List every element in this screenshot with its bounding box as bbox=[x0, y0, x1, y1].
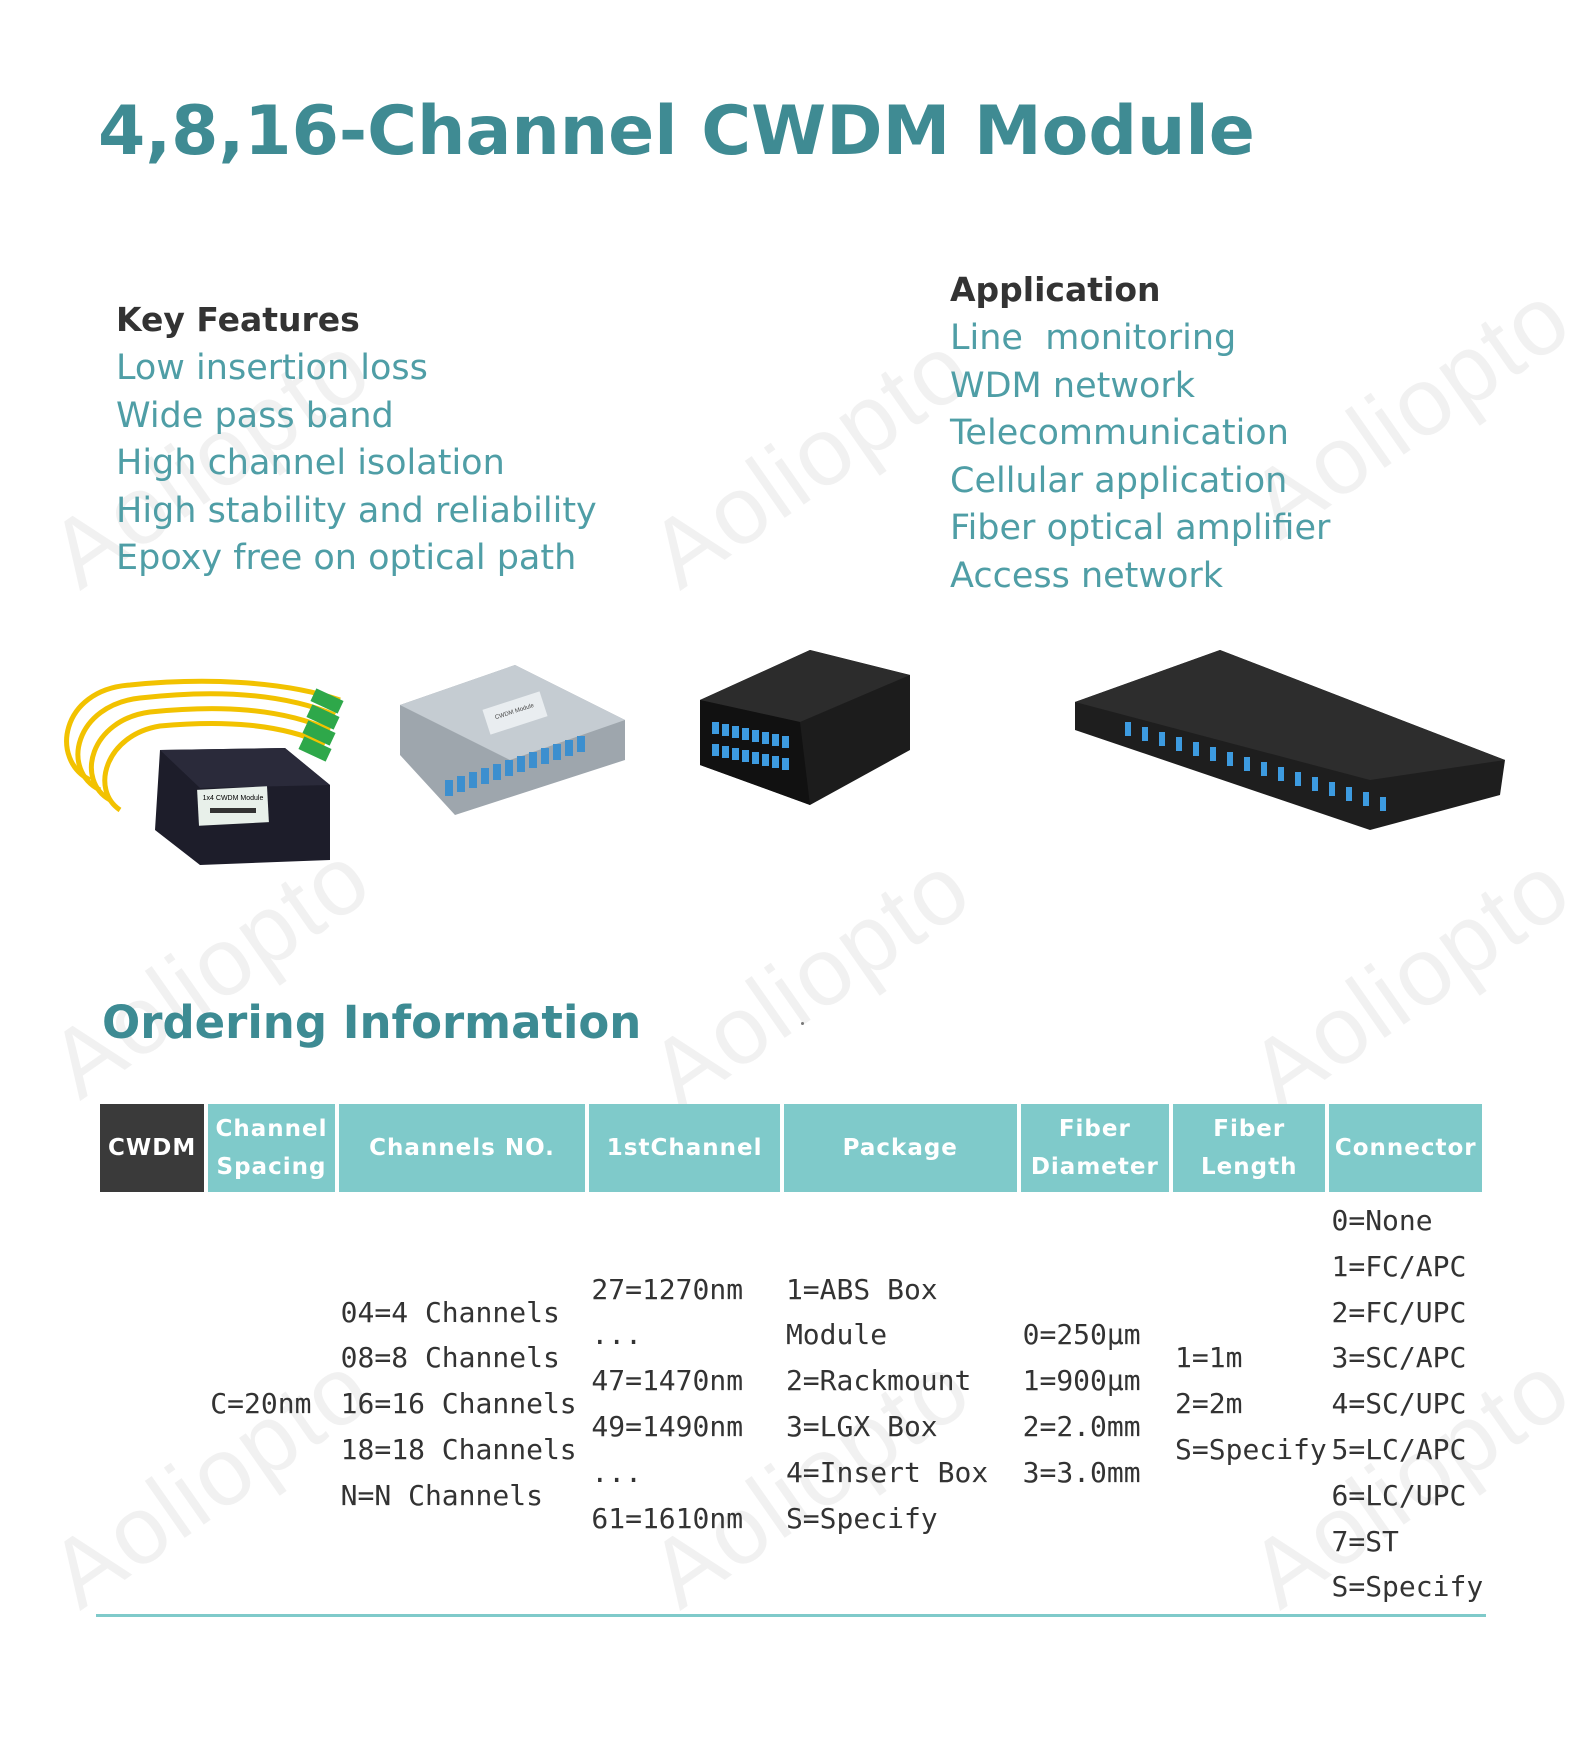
option: 2=Rackmount bbox=[785, 1364, 972, 1398]
stray-dot bbox=[801, 1022, 804, 1025]
cell-channel-spacing: C=20nm bbox=[208, 1192, 334, 1616]
option: 2=FC/UPC bbox=[1331, 1295, 1467, 1329]
option: 4=SC/UPC bbox=[1331, 1387, 1467, 1421]
option: 2=2.0mm bbox=[1022, 1410, 1141, 1444]
cell-fiber-length: 1=1m 2=2m S=Specify bbox=[1173, 1192, 1327, 1616]
option: 08=8 Channels bbox=[340, 1341, 560, 1375]
cell-channels-no: 04=4 Channels 08=8 Channels 16=16 Channe… bbox=[339, 1192, 586, 1616]
rackmount-image bbox=[1075, 650, 1505, 830]
application-item: Access network bbox=[950, 555, 1224, 596]
insert-box-image: CWDM Module bbox=[400, 665, 625, 815]
product-images: 1x4 CWDM Module CWDM Module bbox=[50, 650, 1540, 910]
page-title: 4,8,16-Channel CWDM Module bbox=[98, 92, 1255, 171]
option: 4=Insert Box bbox=[785, 1455, 989, 1489]
table-header-row: CWDM Channel Spacing Channels NO. 1stCha… bbox=[100, 1104, 1482, 1192]
key-features-list: Low insertion loss Wide pass band High c… bbox=[116, 345, 597, 583]
option: 18=18 Channels bbox=[340, 1432, 577, 1466]
watermark: Aoliopto bbox=[630, 312, 990, 609]
option: ... bbox=[591, 1318, 642, 1352]
feature-item: High stability and reliability bbox=[116, 490, 597, 531]
cell-package: 1=ABS Box Module 2=Rackmount 3=LGX Box 4… bbox=[784, 1192, 1017, 1616]
option: 1=900μm bbox=[1022, 1364, 1141, 1398]
option: 49=1490nm bbox=[591, 1410, 744, 1444]
header-channel-spacing: Channel Spacing bbox=[208, 1104, 335, 1192]
option: Module bbox=[785, 1318, 888, 1352]
header-channels-no: Channels NO. bbox=[338, 1104, 586, 1192]
option: 1=ABS Box bbox=[785, 1272, 938, 1306]
key-features-section: Key Features Low insertion loss Wide pas… bbox=[116, 300, 597, 583]
key-features-heading: Key Features bbox=[116, 300, 360, 339]
abs-box-label: 1x4 CWDM Module bbox=[203, 795, 264, 802]
ordering-information-heading: Ordering Information bbox=[102, 996, 642, 1049]
cell-first-channel: 27=1270nm ... 47=1470nm 49=1490nm ... 61… bbox=[589, 1192, 780, 1616]
application-heading: Application bbox=[950, 270, 1161, 309]
option: 2=2m bbox=[1175, 1387, 1243, 1421]
option: ... bbox=[591, 1455, 642, 1489]
option: 16=16 Channels bbox=[340, 1387, 577, 1421]
option: S=Specify bbox=[1175, 1432, 1327, 1466]
option: 1=FC/APC bbox=[1331, 1249, 1467, 1283]
application-item: Fiber optical amplifier bbox=[950, 508, 1331, 548]
option: 3=3.0mm bbox=[1022, 1455, 1141, 1489]
application-item: Telecommunication bbox=[950, 413, 1289, 453]
cell-connector: 0=None 1=FC/APC 2=FC/UPC 3=SC/APC 4=SC/U… bbox=[1329, 1192, 1484, 1616]
option: 3=SC/APC bbox=[1331, 1341, 1467, 1375]
option: 61=1610nm bbox=[591, 1501, 744, 1535]
application-item: WDM network bbox=[950, 365, 1196, 406]
option: N=N Channels bbox=[340, 1478, 543, 1512]
application-list: Line monitoring WDM network Telecommunic… bbox=[950, 315, 1330, 600]
feature-item: Wide pass band bbox=[116, 395, 394, 436]
feature-item: Low insertion loss bbox=[116, 348, 428, 388]
cell-cwdm bbox=[100, 1192, 204, 1616]
option: C=20nm bbox=[210, 1387, 312, 1421]
cell-fiber-diameter: 0=250μm 1=900μm 2=2.0mm 3=3.0mm bbox=[1021, 1192, 1169, 1616]
header-fiber-length: Fiber Length bbox=[1173, 1104, 1326, 1192]
table-row: C=20nm 04=4 Channels 08=8 Channels 16=16… bbox=[100, 1192, 1484, 1616]
lgx-box-image bbox=[700, 650, 910, 805]
header-fiber-diameter: Fiber Diameter bbox=[1020, 1104, 1170, 1192]
header-cwdm: CWDM bbox=[100, 1104, 205, 1192]
header-first-channel: 1stChannel bbox=[589, 1104, 780, 1192]
option: 3=LGX Box bbox=[785, 1410, 938, 1444]
option: 47=1470nm bbox=[591, 1364, 744, 1398]
option: 0=250μm bbox=[1022, 1318, 1141, 1352]
option: 7=ST bbox=[1331, 1524, 1399, 1558]
option: 5=LC/APC bbox=[1331, 1432, 1467, 1466]
option: S=Specify bbox=[1331, 1570, 1484, 1604]
abs-box-module-image: 1x4 CWDM Module bbox=[64, 678, 344, 865]
option: 27=1270nm bbox=[591, 1272, 744, 1306]
option: S=Specify bbox=[785, 1501, 938, 1535]
feature-item: Epoxy free on optical path bbox=[116, 538, 577, 578]
option: 6=LC/UPC bbox=[1331, 1478, 1467, 1512]
table-bottom-rule bbox=[96, 1614, 1486, 1617]
application-section: Application Line monitoring WDM network … bbox=[950, 270, 1330, 600]
application-item: Line monitoring bbox=[950, 318, 1237, 358]
header-connector: Connector bbox=[1329, 1104, 1482, 1192]
option: 0=None bbox=[1331, 1204, 1433, 1237]
option: 04=4 Channels bbox=[340, 1295, 560, 1329]
feature-item: High channel isolation bbox=[116, 443, 505, 483]
header-package: Package bbox=[783, 1104, 1017, 1192]
ordering-table: CWDM Channel Spacing Channels NO. 1stCha… bbox=[96, 1104, 1486, 1616]
application-item: Cellular application bbox=[950, 460, 1288, 501]
option: 1=1m bbox=[1175, 1341, 1243, 1375]
